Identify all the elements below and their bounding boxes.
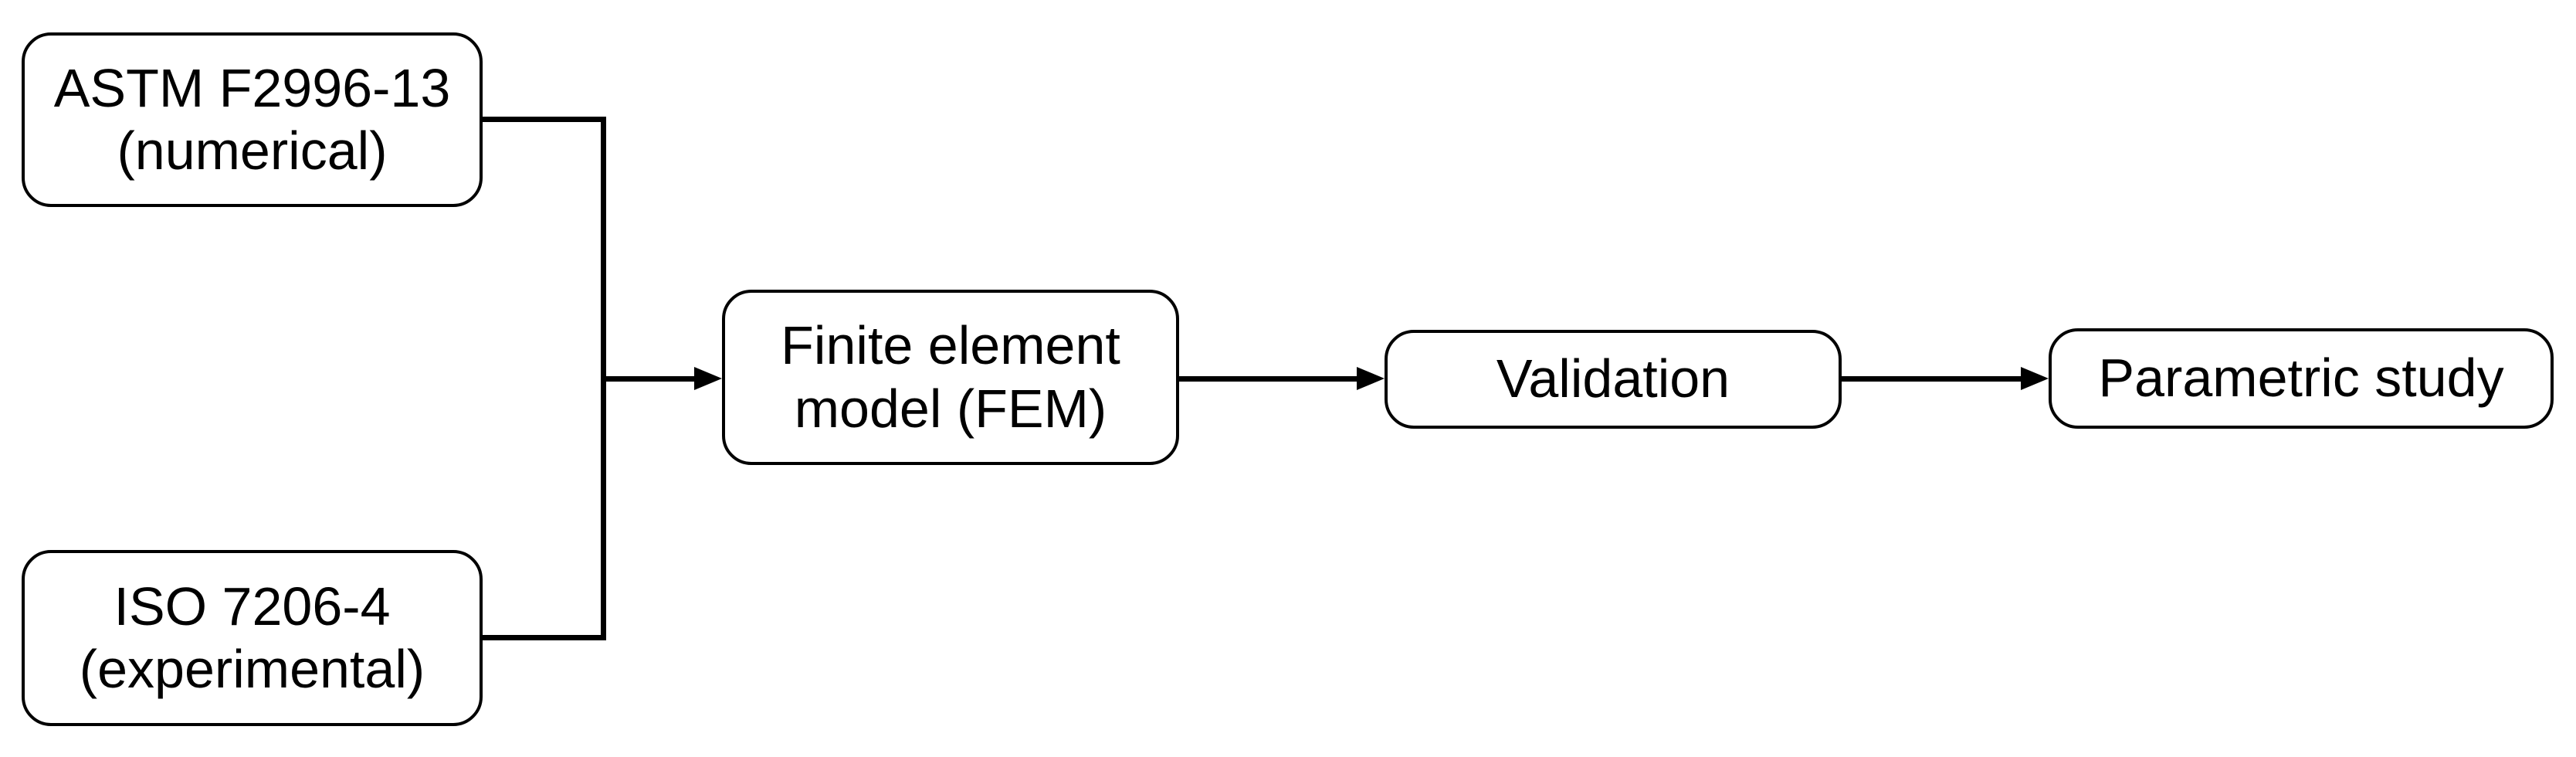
arrow-fem-to-validation-head-icon	[1357, 367, 1385, 390]
node-validation-label: Validation	[1496, 348, 1730, 409]
connector-astm-branch	[483, 117, 606, 122]
arrow-merge-to-fem-shaft	[601, 376, 697, 382]
node-parametric-study: Parametric study	[2049, 328, 2554, 429]
node-finite-element-model: Finite element model (FEM)	[722, 290, 1179, 465]
node-astm-f2996-13: ASTM F2996-13 (numerical)	[22, 32, 483, 207]
arrow-validation-to-parametric-shaft	[1842, 376, 2024, 382]
node-validation: Validation	[1385, 330, 1842, 429]
node-fem-line-1: Finite element	[781, 315, 1120, 376]
node-iso-7206-4: ISO 7206-4 (experimental)	[22, 550, 483, 726]
arrow-fem-to-validation-shaft	[1179, 376, 1360, 382]
node-iso-line-2: (experimental)	[79, 639, 425, 699]
node-fem-line-2: model (FEM)	[794, 378, 1107, 439]
connector-iso-branch	[483, 635, 606, 640]
arrow-validation-to-parametric-head-icon	[2021, 367, 2049, 390]
node-astm-line-1: ASTM F2996-13	[53, 57, 451, 118]
node-parametric-label: Parametric study	[2098, 348, 2504, 409]
arrow-merge-to-fem-head-icon	[694, 367, 722, 390]
node-astm-line-2: (numerical)	[117, 121, 388, 181]
node-iso-line-1: ISO 7206-4	[114, 575, 391, 636]
